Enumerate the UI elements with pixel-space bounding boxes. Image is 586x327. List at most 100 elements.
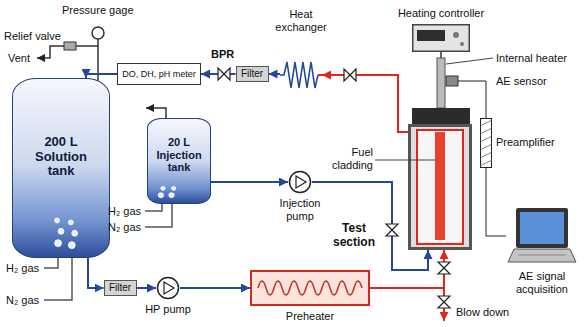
coil-inlet: [318, 74, 322, 76]
pump-casing: [158, 278, 179, 299]
injection-tank: 20 L Injection tank: [147, 118, 211, 204]
pump-impeller: [164, 282, 174, 294]
vessel-cap: [412, 108, 470, 124]
pump-impeller: [296, 176, 306, 188]
gas-line: [145, 204, 162, 211]
pressure-gauge: [92, 27, 104, 39]
leader-line: [375, 160, 408, 161]
node-label: HP pump: [132, 303, 204, 316]
node-label: Preamplifier: [496, 136, 576, 149]
node-label: AE signal acquisition: [502, 270, 582, 295]
hatching: [480, 120, 492, 166]
laptop-screen-frame: [516, 208, 568, 248]
meter-box: DO, DH, pH meter: [117, 63, 201, 85]
gas-bubble: [55, 218, 60, 223]
part-label: H₂ gas: [6, 262, 39, 275]
heater-rod: [437, 58, 445, 108]
node-label: Heating controller: [386, 7, 496, 20]
signal-cable: [486, 168, 506, 236]
gas-bubble: [169, 193, 174, 198]
gas-line: [44, 258, 72, 300]
leader-line: [408, 160, 435, 161]
heat-exchanger-coil: [280, 58, 322, 92]
flow-pipe: [137, 287, 157, 289]
preamp-body: [480, 118, 492, 168]
valve-symbol: [386, 224, 398, 236]
part-label: Internal heater: [496, 52, 567, 65]
gas-bubble: [161, 186, 165, 190]
flow-pipe: [88, 258, 104, 288]
injection-pump: Injection pump: [288, 170, 312, 194]
gas-bubble: [68, 220, 73, 225]
heat-exchanger: Heat exchanger: [280, 58, 322, 92]
gas-bubble: [172, 186, 176, 190]
part-label: Pressure gage: [62, 4, 134, 17]
pump-symbol: [288, 170, 312, 194]
hp-pump: HP pump: [156, 276, 180, 300]
node-label: Preheater: [270, 310, 350, 323]
preheater-case: [251, 271, 369, 305]
ae-sensor-symbol: [446, 76, 458, 86]
heater-wire: [440, 52, 442, 58]
node-label: Heat exchanger: [268, 8, 334, 33]
flow-pipe: [211, 181, 288, 183]
preamp-case: [481, 119, 492, 168]
node-label: Injection pump: [266, 197, 334, 222]
laptop-keys: [518, 255, 566, 256]
controller-body: [412, 24, 470, 52]
test-vessel: [408, 124, 472, 250]
test-section: Test section: [408, 124, 472, 250]
gas-bubble: [68, 242, 75, 249]
gas-bubble: [72, 230, 78, 236]
part-label: Vent: [8, 52, 30, 65]
gas-bubble: [55, 240, 62, 247]
valve-symbol: [438, 262, 450, 274]
fuel-rod: [435, 132, 445, 240]
valve-symbol: [344, 69, 356, 81]
node-label: 20 L Injection tank: [152, 136, 206, 174]
node-label: Filter: [241, 68, 263, 80]
gas-line: [44, 258, 58, 268]
preamplifier: Preamplifier: [480, 118, 492, 168]
controller-knob: [460, 42, 464, 46]
node-label: DO, DH, pH meter: [122, 69, 196, 79]
filter-box: Filter: [104, 280, 137, 296]
heating-controller: Heating controller: [412, 24, 470, 52]
pump-symbol: [156, 276, 180, 300]
controller-display: [417, 30, 445, 41]
tank-vent-line: [146, 108, 166, 118]
controller-case: [413, 25, 470, 52]
node-label: 200 L Solution tank: [28, 135, 94, 180]
flow-pipe: [269, 73, 281, 75]
node-label: Test section: [330, 222, 378, 250]
preheater: Preheater: [250, 270, 370, 306]
vent-line: [37, 46, 64, 58]
sensor-cable: [458, 81, 486, 118]
part-label: Relief valve: [4, 30, 61, 43]
vessel-liner: [417, 130, 463, 244]
heating-coil: [258, 281, 362, 295]
preheater-body: [250, 270, 370, 306]
tank-bubbles: [148, 119, 210, 203]
laptop-screen: [520, 212, 564, 244]
solution-tank: 200 L Solution tank: [12, 78, 110, 258]
part-label: N₂ gas: [6, 294, 39, 307]
valve-symbol: [218, 68, 230, 80]
part-label: N₂ gas: [108, 221, 141, 234]
ae-computer: AE signal acquisition: [506, 206, 578, 266]
valve-symbol: [438, 296, 450, 308]
gas-bubble: [58, 228, 64, 234]
flow-pipe: [180, 287, 250, 289]
leader-line: [446, 58, 493, 64]
gas-line: [145, 204, 172, 227]
node-label: Filter: [109, 282, 131, 294]
filter-box: Filter: [236, 66, 269, 82]
relief-valve-symbol: [64, 42, 76, 50]
vessel-wall: [410, 126, 471, 249]
part-label: Fuel cladding: [326, 146, 373, 171]
part-label: H₂ gas: [108, 205, 141, 218]
part-label: Blow down: [456, 306, 509, 319]
relief-pipe: [76, 45, 98, 47]
